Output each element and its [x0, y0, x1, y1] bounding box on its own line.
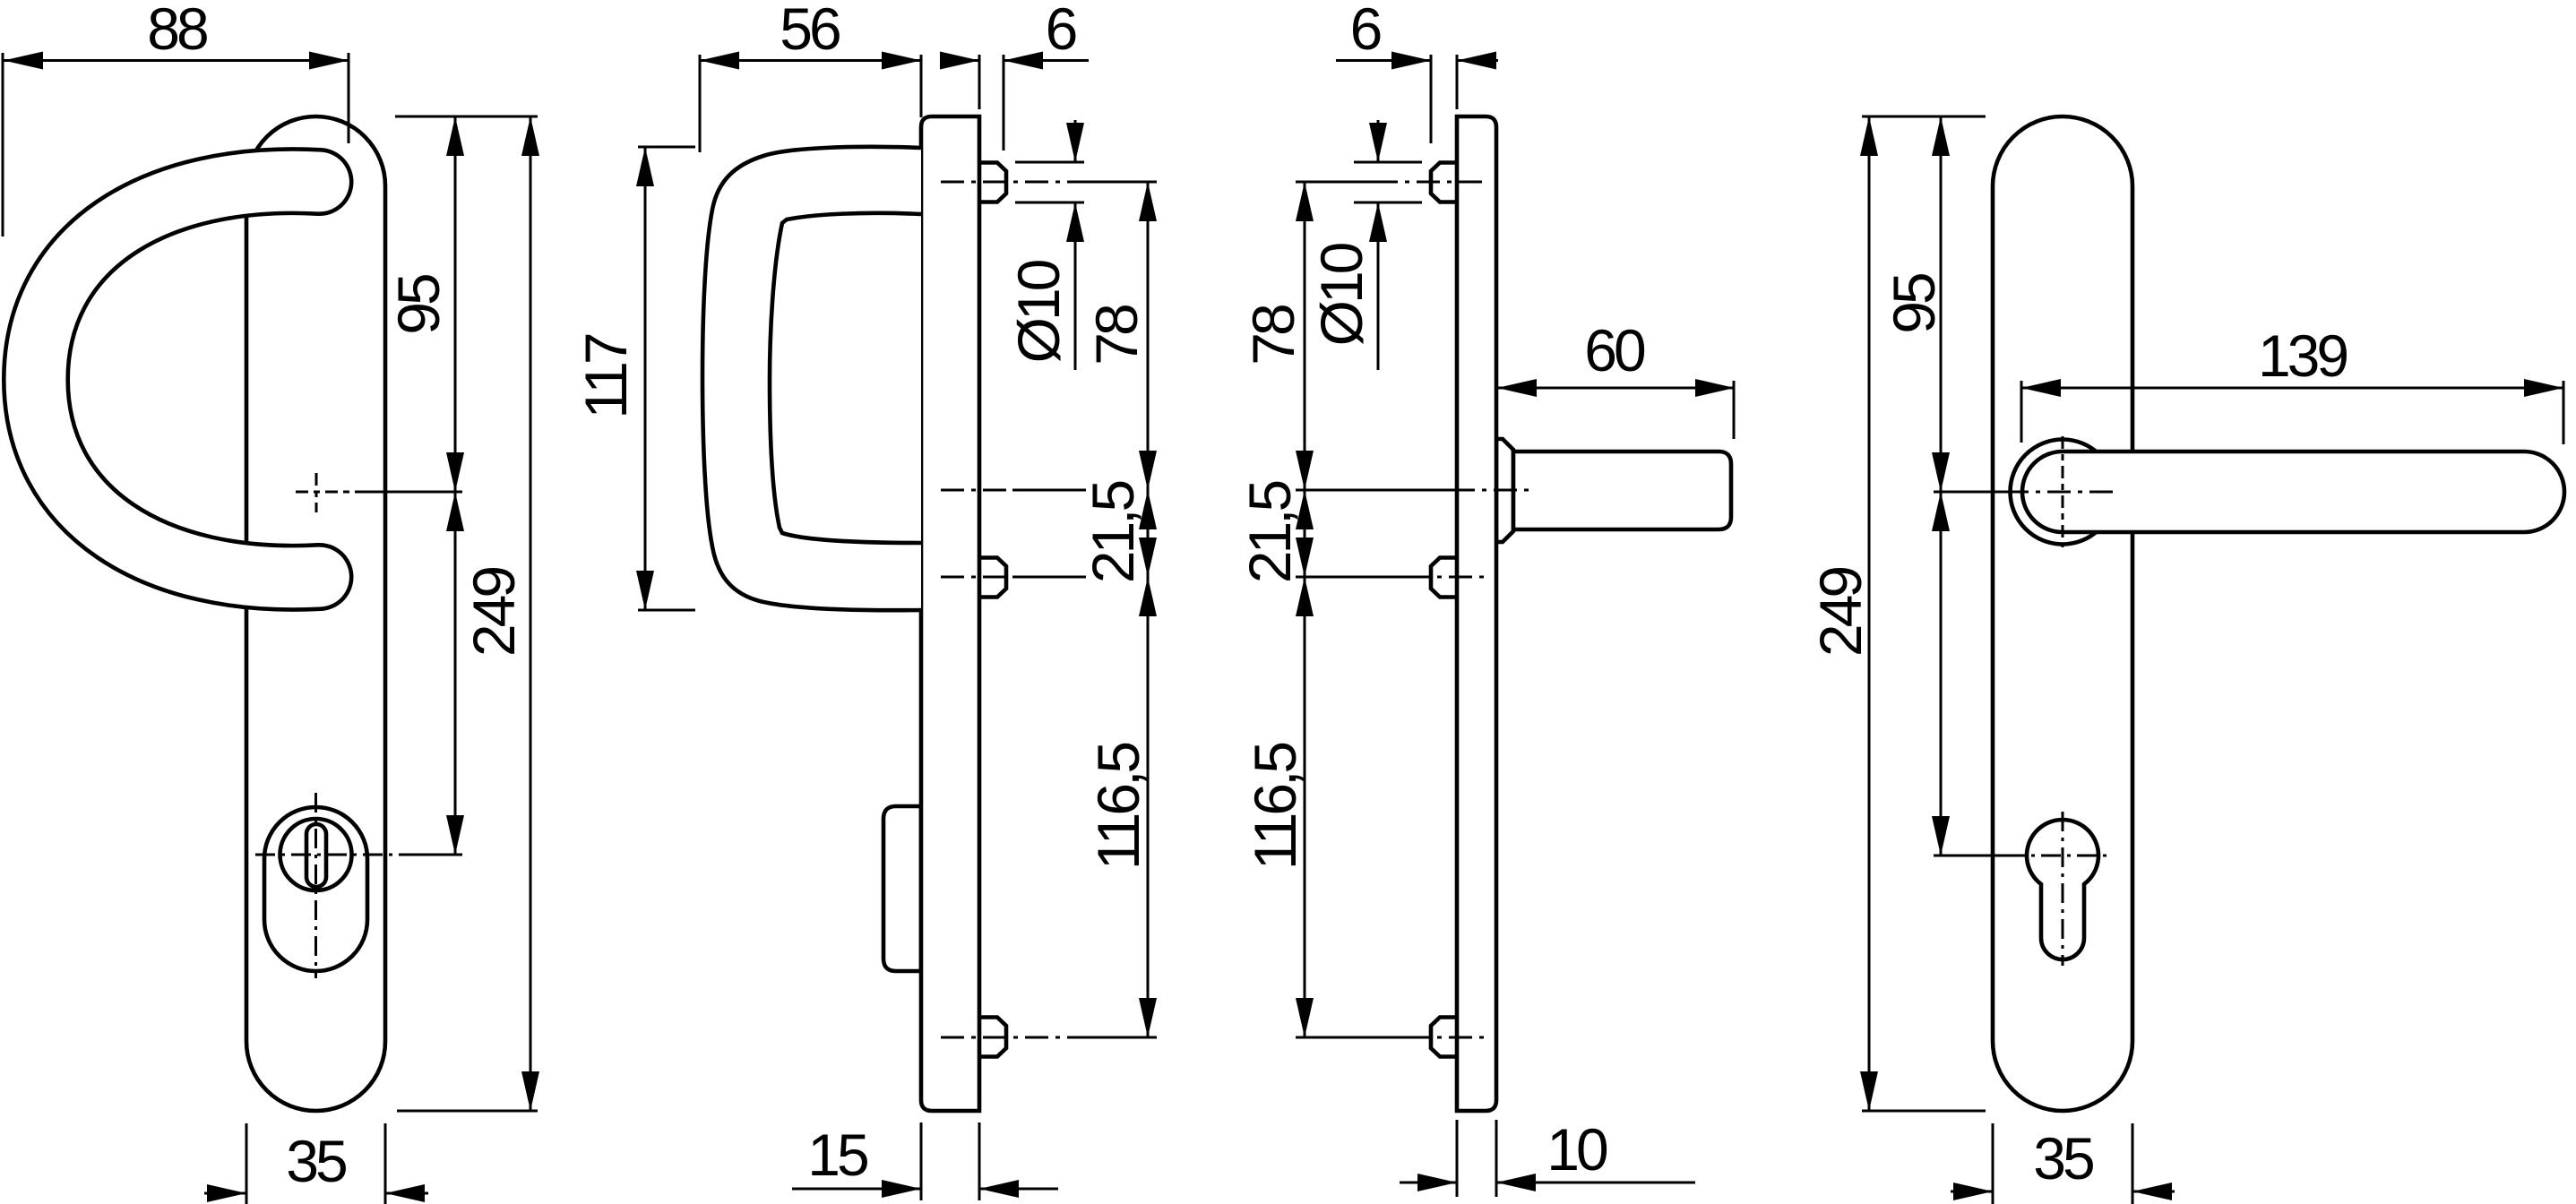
svg-text:35: 35	[2033, 1125, 2093, 1191]
svg-text:95: 95	[385, 275, 452, 335]
svg-text:116,5: 116,5	[1242, 744, 1308, 871]
svg-text:249: 249	[1807, 568, 1874, 657]
svg-text:88: 88	[147, 0, 207, 62]
svg-text:35: 35	[286, 1128, 346, 1194]
svg-text:78: 78	[1240, 305, 1306, 366]
svg-text:21,5: 21,5	[1080, 481, 1146, 583]
svg-text:56: 56	[780, 0, 840, 62]
svg-text:139: 139	[2258, 322, 2347, 389]
svg-text:21,5: 21,5	[1236, 481, 1303, 583]
svg-text:116,5: 116,5	[1085, 744, 1151, 871]
svg-text:95: 95	[1881, 274, 1947, 334]
svg-text:60: 60	[1584, 317, 1645, 383]
svg-text:10: 10	[1546, 1116, 1607, 1182]
svg-text:78: 78	[1083, 305, 1150, 366]
svg-text:Ø10: Ø10	[1005, 260, 1072, 363]
svg-text:249: 249	[461, 568, 527, 657]
svg-text:117: 117	[573, 334, 639, 419]
svg-text:Ø10: Ø10	[1308, 243, 1374, 346]
svg-text:6: 6	[1046, 0, 1076, 62]
svg-text:6: 6	[1350, 0, 1381, 62]
svg-text:15: 15	[807, 1122, 867, 1188]
